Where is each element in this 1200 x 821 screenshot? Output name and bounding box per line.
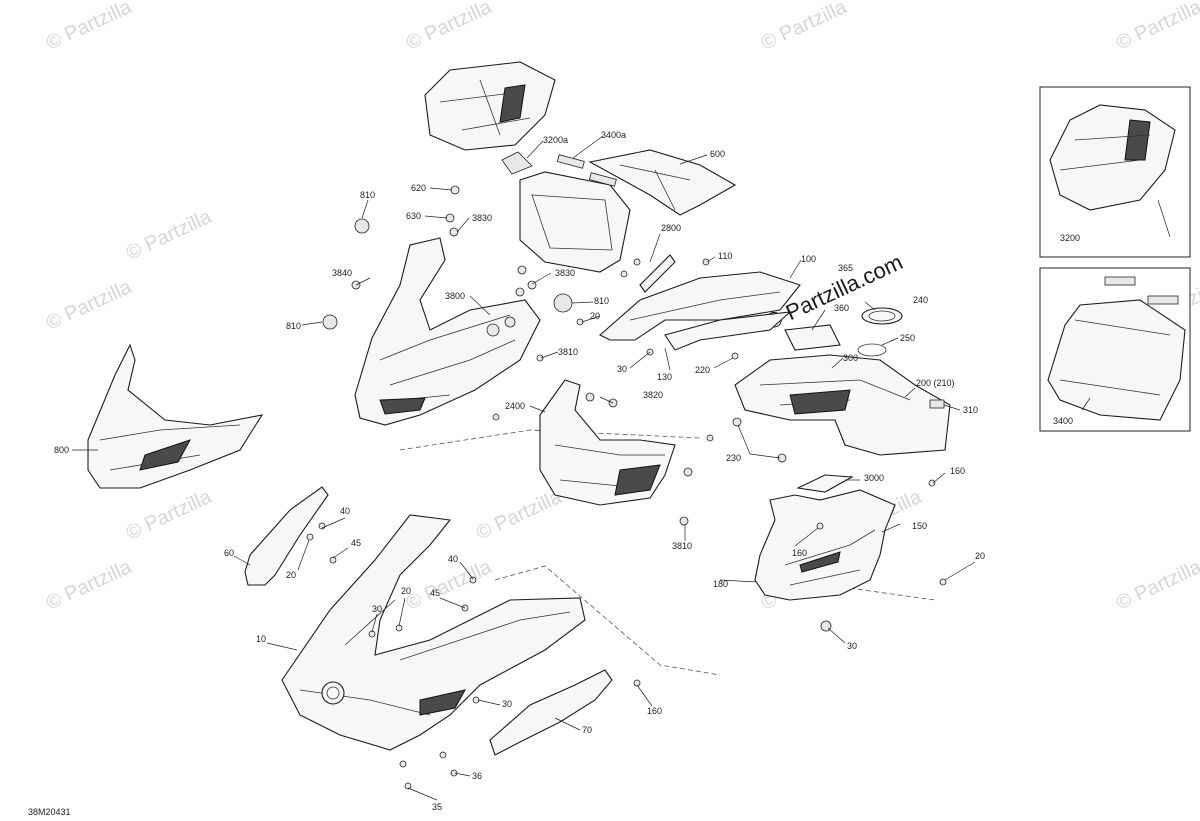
callout-40: 40	[448, 554, 458, 564]
part-2400-bezel	[539, 379, 676, 506]
callout-40: 40	[340, 506, 350, 516]
callout-30: 30	[372, 604, 382, 614]
callout-130: 130	[657, 372, 672, 382]
callout-2400: 2400	[505, 401, 525, 411]
callout-200-210: 200 (210)	[916, 378, 955, 388]
callout-800: 800	[54, 445, 69, 455]
callout-230: 230	[726, 453, 741, 463]
callout-250: 250	[900, 333, 915, 343]
callout-30: 30	[617, 364, 627, 374]
hardware-markers	[306, 185, 947, 790]
callout-310: 310	[963, 405, 978, 415]
watermark-group: © Partzilla © Partzilla © Partzilla © Pa…	[43, 0, 1200, 615]
diagram-code: 38M20431	[28, 807, 71, 817]
part-100-side	[599, 254, 801, 351]
callout-20: 20	[286, 570, 296, 580]
callout-3830: 3830	[472, 213, 492, 223]
callout-360: 360	[834, 303, 849, 313]
watermark-text: © Partzilla	[403, 556, 496, 615]
callout-600: 600	[710, 149, 725, 159]
callout-45: 45	[430, 588, 440, 598]
part-70-trim	[489, 669, 613, 756]
callout-620: 620	[411, 183, 426, 193]
callout-20: 20	[975, 551, 985, 561]
callout-30: 30	[847, 641, 857, 651]
callout-220: 220	[695, 365, 710, 375]
part-200-console	[734, 307, 951, 456]
inset-3200	[1039, 86, 1191, 258]
watermark-text: © Partzilla	[123, 486, 216, 545]
callout-3000: 3000	[864, 473, 884, 483]
part-10-fairing	[281, 514, 586, 751]
part-600	[588, 149, 737, 216]
part-3000-decal	[796, 474, 854, 493]
callout-3200a: 3200a	[543, 135, 568, 145]
callout-300: 300	[843, 353, 858, 363]
callout-30: 30	[502, 699, 512, 709]
callout-160: 160	[950, 466, 965, 476]
callout-60: 60	[224, 548, 234, 558]
part-3400a-frame	[519, 154, 631, 273]
part-800-windshield	[87, 343, 264, 489]
callout-150: 150	[912, 521, 927, 531]
callout-3830: 3830	[555, 268, 575, 278]
callout-3820: 3820	[643, 390, 663, 400]
callout-3200: 3200	[1060, 233, 1080, 243]
callout-3810: 3810	[672, 541, 692, 551]
part-150-lower-right	[754, 489, 896, 632]
watermark-text: © Partzilla	[123, 206, 216, 265]
callout-630: 630	[406, 211, 421, 221]
watermark-text: © Partzilla	[473, 486, 566, 545]
callout-20: 20	[590, 311, 600, 321]
callout-3800: 3800	[445, 291, 465, 301]
callout-70: 70	[582, 725, 592, 735]
callout-3840: 3840	[332, 268, 352, 278]
part-60-trim	[244, 486, 329, 586]
callout-45: 45	[351, 538, 361, 548]
callout-3400: 3400	[1053, 416, 1073, 426]
callout-36: 36	[472, 771, 482, 781]
callout-180: 180	[713, 579, 728, 589]
callout-3400a: 3400a	[601, 130, 626, 140]
part-3800-headlight	[354, 237, 541, 426]
watermark-text: © Partzilla	[1113, 0, 1200, 55]
watermark-text: © Partzilla	[43, 276, 136, 335]
callout-810: 810	[594, 296, 609, 306]
callout-3810: 3810	[558, 347, 578, 357]
watermark-text: © Partzilla	[43, 0, 136, 55]
callout-35: 35	[432, 802, 442, 812]
callout-10: 10	[256, 634, 266, 644]
part-3200a-cover	[424, 61, 556, 175]
watermark-text: © Partzilla	[403, 0, 496, 55]
callout-365: 365	[838, 263, 853, 273]
callout-labels: 3200a 3400a 600 810 620 630 3830 2800 11…	[28, 130, 1080, 817]
callout-240: 240	[913, 295, 928, 305]
watermark-text: © Partzilla	[1113, 556, 1200, 615]
callout-160: 160	[647, 706, 662, 716]
callout-810: 810	[286, 321, 301, 331]
callout-160: 160	[792, 548, 807, 558]
callout-110: 110	[718, 251, 732, 261]
watermark-text: © Partzilla	[43, 556, 136, 615]
inset-3400	[1039, 267, 1191, 432]
leader-lines	[72, 135, 1171, 801]
callout-2800: 2800	[661, 223, 681, 233]
callout-810: 810	[360, 190, 375, 200]
callout-100: 100	[801, 254, 816, 264]
callout-20: 20	[401, 586, 411, 596]
watermark-text: © Partzilla	[758, 0, 851, 55]
